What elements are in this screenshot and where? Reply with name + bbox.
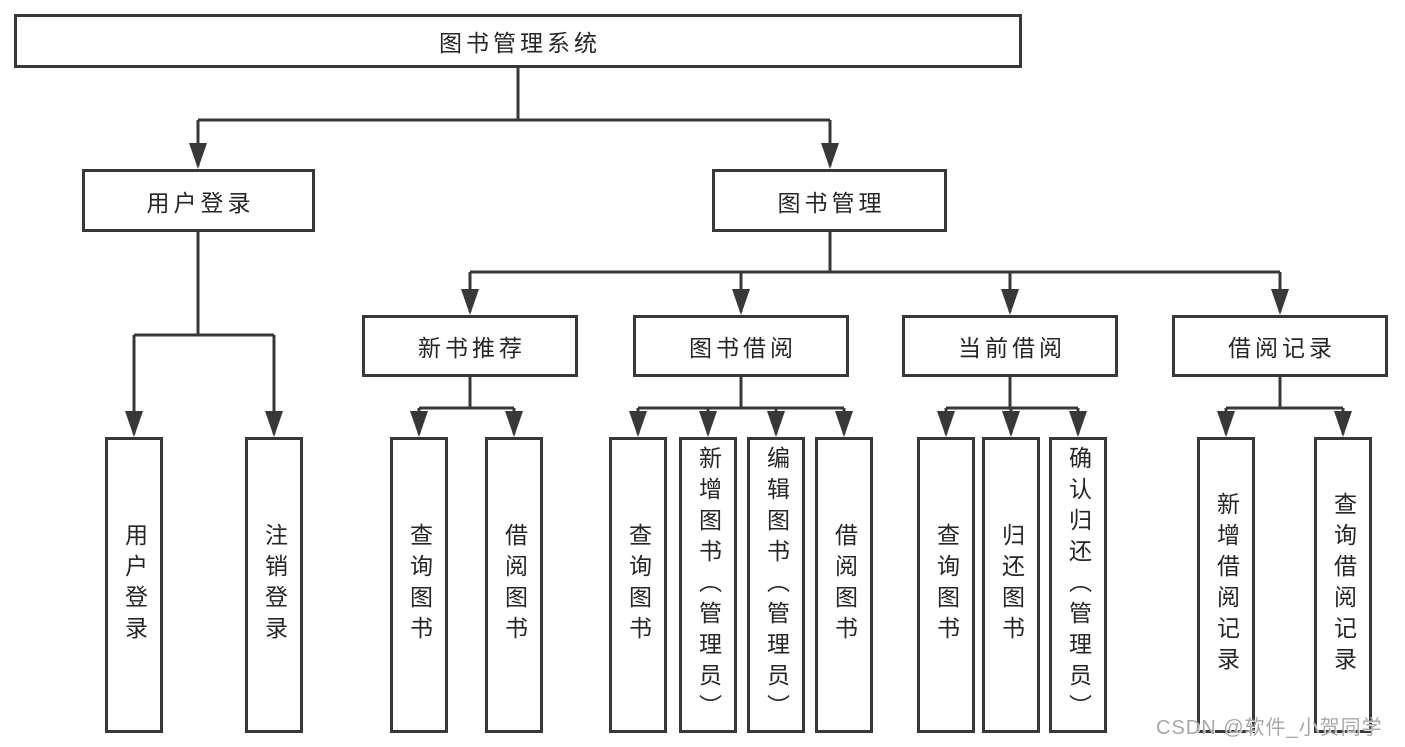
leaf-return-books: 归还图书 [982,437,1040,733]
leaf-return-books-label: 归还图书 [998,523,1025,647]
csdn-watermark: CSDN @软件_小贺同学 [1156,717,1383,739]
node-book-management: 图书管理 [712,169,947,232]
node-book-borrowing: 图书借阅 [633,315,849,377]
leaf-query-books-2: 查询图书 [609,437,667,733]
leaf-user-login-label: 用户登录 [121,523,148,647]
leaf-edit-books-admin: 编辑图书（管理员） [747,437,805,733]
node-user-login: 用户登录 [82,169,315,232]
leaf-user-login: 用户登录 [105,437,163,733]
leaf-confirm-return-admin-label: 确认归还（管理员） [1065,445,1092,725]
leaf-query-books-2-label: 查询图书 [625,523,652,647]
leaf-query-books-3: 查询图书 [917,437,975,733]
leaf-query-borrow-record: 查询借阅记录 [1314,437,1372,733]
leaf-borrow-books-2: 借阅图书 [815,437,873,733]
leaf-add-borrow-record: 新增借阅记录 [1197,437,1255,733]
leaf-borrow-books: 借阅图书 [485,437,543,733]
leaf-borrow-books-label: 借阅图书 [501,523,528,647]
connector-segments [132,68,1345,434]
node-root-system: 图书管理系统 [14,14,1022,68]
leaf-query-books-3-label: 查询图书 [933,523,960,647]
leaf-query-books: 查询图书 [390,437,448,733]
leaf-add-borrow-record-label: 新增借阅记录 [1213,492,1240,678]
leaf-borrow-books-2-label: 借阅图书 [831,523,858,647]
leaf-confirm-return-admin: 确认归还（管理员） [1049,437,1107,733]
leaf-query-borrow-record-label: 查询借阅记录 [1330,492,1357,678]
arrowheads [125,143,1352,437]
node-new-book-recommendation: 新书推荐 [362,315,578,377]
leaf-add-books-admin: 新增图书（管理员） [679,437,737,733]
leaf-add-books-admin-label: 新增图书（管理员） [695,445,722,725]
leaf-edit-books-admin-label: 编辑图书（管理员） [763,445,790,725]
leaf-logout-label: 注销登录 [261,523,288,647]
leaf-logout: 注销登录 [245,437,303,733]
node-current-borrowing: 当前借阅 [902,315,1118,377]
leaf-query-books-label: 查询图书 [406,523,433,647]
node-borrowing-records: 借阅记录 [1172,315,1388,377]
